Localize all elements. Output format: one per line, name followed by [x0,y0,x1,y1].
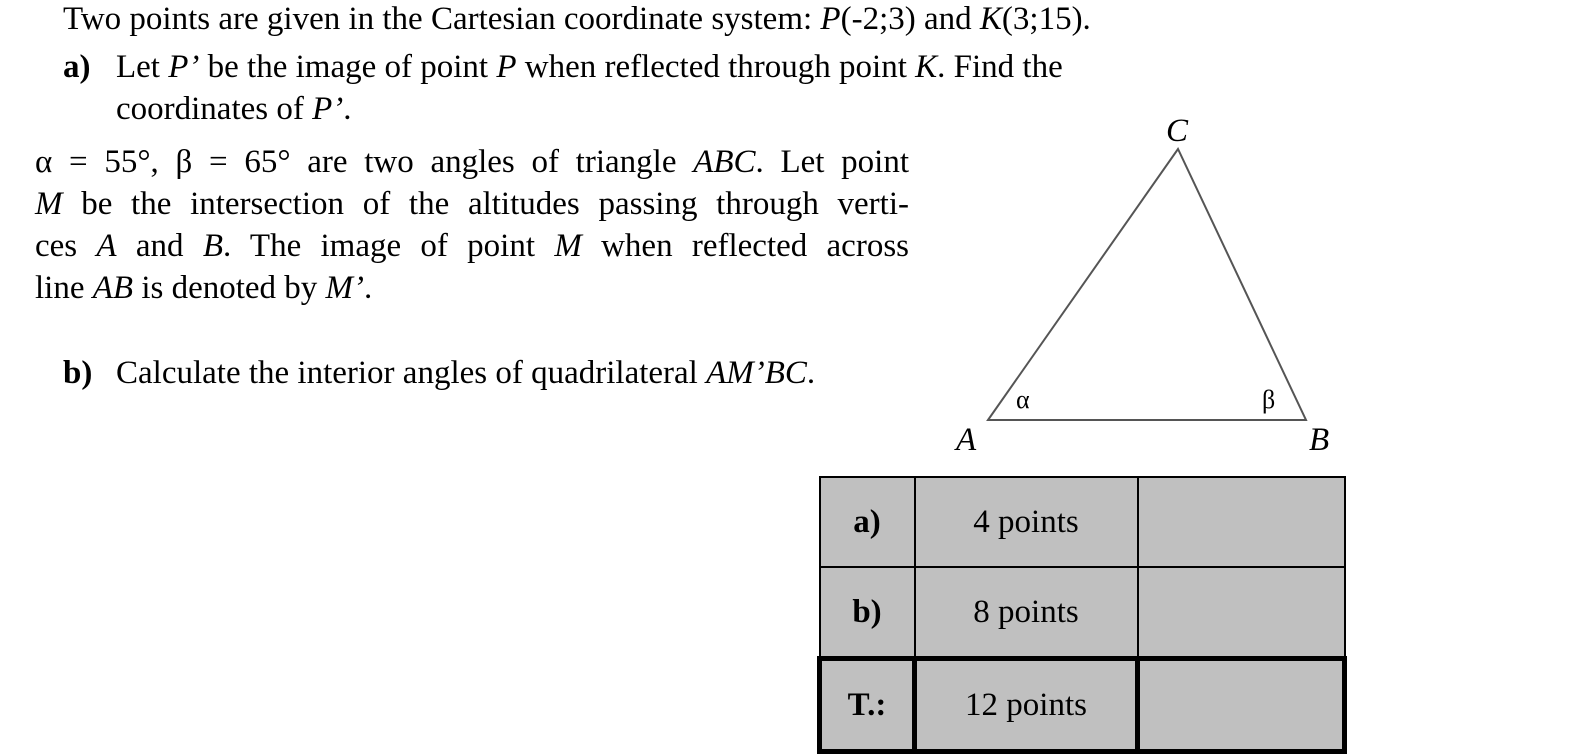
part-b-label: b) [63,355,93,391]
intro-line: Two points are given in the Cartesian co… [63,1,1091,37]
problem-paragraph: α = 55°, β = 65° are two angles of trian… [35,141,909,309]
part-a-text-line2: coordinates of P’. [116,91,352,127]
part-a-label: a) [63,49,91,85]
part-cell: a) [818,476,916,568]
paragraph-line: α = 55°, β = 65° are two angles of trian… [35,144,910,180]
paragraph-line: M be the intersection of the altitudes p… [35,186,909,222]
score-cell [1136,566,1346,660]
score-cell [1136,476,1346,568]
total-label-cell: T.: [817,656,917,754]
table-row: a) 4 points [818,476,1346,568]
vertex-label-c: C [1166,113,1189,149]
total-score-cell [1135,656,1347,754]
angle-label-beta: β [1262,385,1275,414]
vertex-label-a: A [954,422,977,458]
score-table: a) 4 points b) 8 points T.: 12 points [817,476,1347,754]
part-a-text-line1: Let P’ be the image of point P when refl… [116,49,1063,85]
part-cell: b) [818,566,916,660]
paragraph-line: ces A and B. The image of point M when r… [35,228,910,264]
table-row: b) 8 points [818,566,1346,660]
vertex-label-b: B [1309,422,1329,458]
points-cell: 8 points [913,566,1139,660]
part-b-text: Calculate the interior angles of quadril… [116,355,816,391]
angle-label-alpha: α [1016,385,1030,414]
total-points-cell: 12 points [912,656,1140,754]
triangle-abc [986,147,1308,421]
points-cell: 4 points [913,476,1139,568]
paragraph-line: line AB is denoted by M’. [35,270,373,306]
triangle-figure: A B C α β [954,113,1329,458]
total-row: T.: 12 points [817,656,1347,754]
